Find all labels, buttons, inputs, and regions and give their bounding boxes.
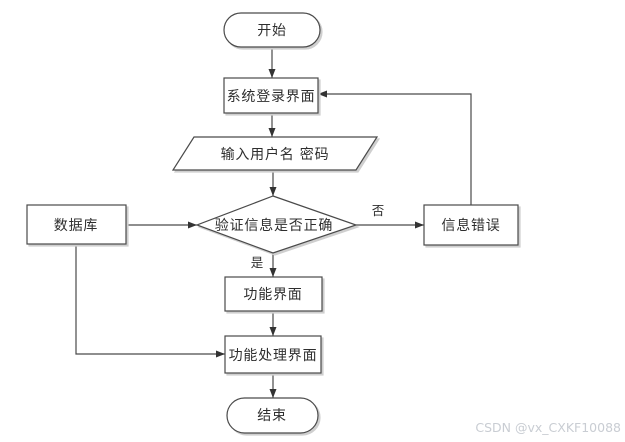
node-error: 信息错误	[423, 204, 519, 246]
flow-edges	[75, 47, 472, 398]
edge-label-yes: 是	[251, 255, 264, 270]
error-label: 信息错误	[441, 217, 500, 234]
edge-label-no: 否	[372, 203, 385, 218]
csdn-watermark: CSDN @vx_CXKF10088	[475, 420, 621, 435]
node-func: 功能界面	[224, 276, 323, 312]
input-parallelogram-shape	[171, 136, 379, 171]
end-terminator-shape	[226, 397, 319, 434]
procfunc-label: 功能处理界面	[229, 348, 318, 364]
error-process-shape	[423, 204, 519, 246]
procfunc-process-shape	[224, 335, 322, 374]
func-label: 功能界面	[243, 287, 302, 303]
node-login: 系统登录界面	[223, 77, 319, 114]
node-database: 数据库	[26, 204, 127, 245]
start-label: 开始	[257, 23, 287, 39]
login-process-shape	[223, 77, 319, 114]
arrow-error-to-login-feedback	[318, 90, 472, 205]
login-label: 系统登录界面	[227, 89, 316, 105]
end-label: 结束	[257, 408, 287, 424]
node-start: 开始	[223, 12, 321, 48]
input-label: 输入用户名 密码	[221, 146, 330, 163]
arrow-database-to-procfunc	[75, 245, 225, 358]
node-verify: 验证信息是否正确	[195, 195, 358, 254]
database-process-shape	[26, 204, 127, 245]
node-input: 输入用户名 密码	[171, 136, 379, 171]
start-terminator-shape	[223, 12, 321, 48]
verify-label: 验证信息是否正确	[215, 217, 333, 234]
database-label: 数据库	[54, 218, 98, 234]
func-process-shape	[224, 276, 323, 312]
verify-decision-shape	[195, 195, 358, 254]
node-end: 结束	[226, 397, 319, 434]
node-procfunc: 功能处理界面	[224, 335, 322, 374]
